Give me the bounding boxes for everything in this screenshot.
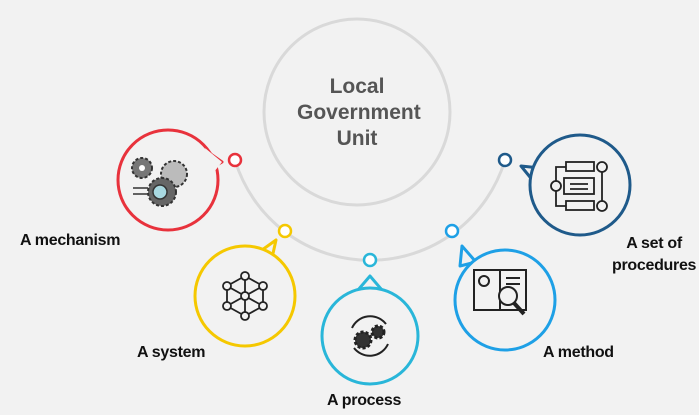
dot-process (362, 252, 378, 268)
label-method: A method (543, 344, 614, 361)
bubble-procedures (519, 133, 632, 237)
flowchart-icon (550, 161, 608, 212)
center-circle (262, 17, 452, 207)
title-line-3: Unit (336, 127, 378, 150)
bubble-process (320, 274, 420, 386)
bubble-method (453, 244, 557, 352)
gears-eye-icon (131, 157, 188, 207)
label-procedures-line-1: A set of (626, 235, 682, 252)
bubble-system (193, 238, 297, 348)
label-mechanism: A mechanism (20, 232, 121, 249)
title-line-1: Local (329, 75, 385, 98)
dot-procedures (497, 152, 513, 168)
network-icon (222, 271, 268, 321)
book-magnifier-icon (473, 269, 527, 316)
label-process: A process (327, 392, 402, 409)
dot-mechanism (227, 152, 243, 168)
center-title: Local Government Unit (297, 74, 421, 152)
label-system: A system (137, 344, 206, 361)
dot-method (444, 223, 460, 239)
title-line-2: Government (297, 101, 421, 124)
cycle-gears-icon (351, 315, 389, 357)
bubble-mechanism (116, 128, 224, 232)
label-procedures-line-2: procedures (612, 257, 697, 274)
dot-system (277, 223, 293, 239)
label-procedures: A set of procedures (612, 233, 696, 277)
